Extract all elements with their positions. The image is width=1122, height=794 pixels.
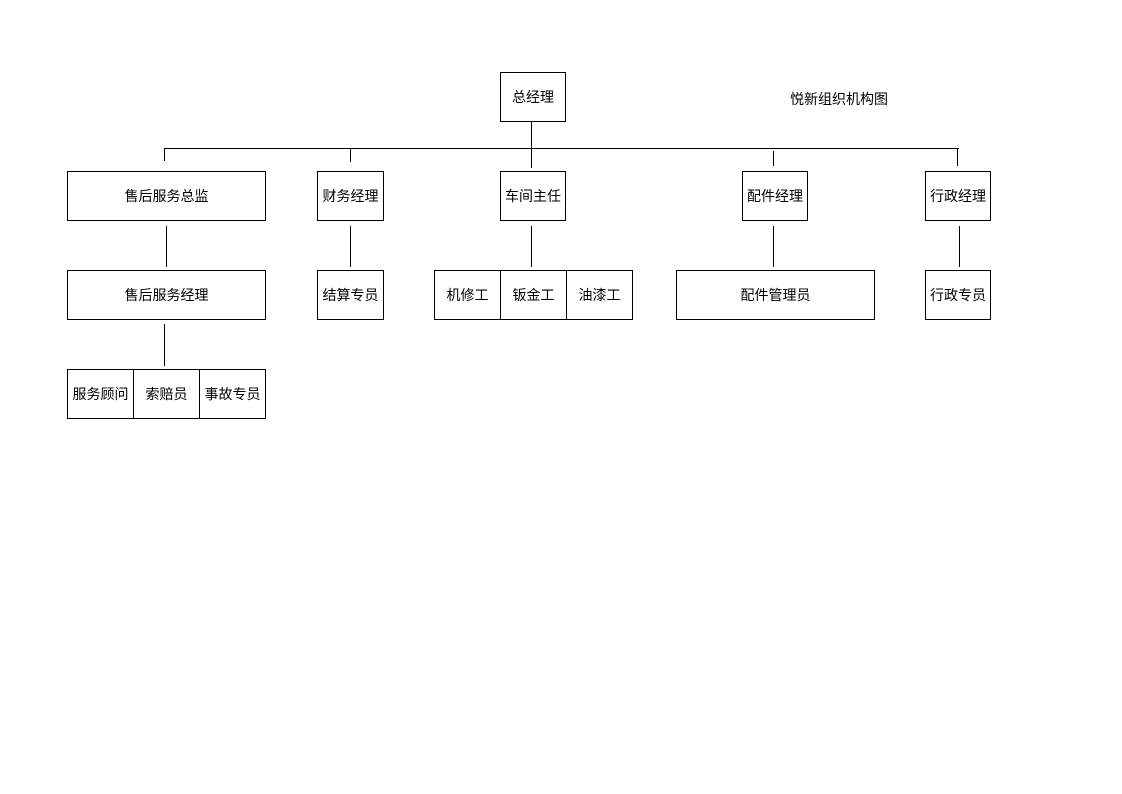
connector-horizontal-bus xyxy=(164,148,959,149)
connector-drop-admin xyxy=(957,148,958,166)
node-sheet-metal-worker: 钣金工 xyxy=(500,270,567,320)
node-painter: 油漆工 xyxy=(566,270,633,320)
node-admin-specialist: 行政专员 xyxy=(925,270,991,320)
connector-after-sales-manager xyxy=(164,324,165,366)
chart-title: 悦新组织机构图 xyxy=(790,92,888,108)
node-parts-administrator: 配件管理员 xyxy=(676,270,875,320)
node-workshop-director: 车间主任 xyxy=(500,171,566,221)
node-finance-manager: 财务经理 xyxy=(317,171,384,221)
node-after-sales-director: 售后服务总监 xyxy=(67,171,266,221)
connector-drop-finance xyxy=(350,148,351,162)
connector-admin xyxy=(959,226,960,267)
node-accident-specialist: 事故专员 xyxy=(199,369,266,419)
node-service-advisor: 服务顾问 xyxy=(67,369,134,419)
connector-after-sales xyxy=(166,226,167,267)
connector-finance xyxy=(350,226,351,267)
connector-workshop xyxy=(531,226,532,267)
node-admin-manager: 行政经理 xyxy=(925,171,991,221)
connector-gm-trunk xyxy=(531,122,532,168)
connector-parts xyxy=(773,226,774,267)
node-settlement-specialist: 结算专员 xyxy=(317,270,384,320)
node-mechanic: 机修工 xyxy=(434,270,501,320)
connector-drop-parts xyxy=(773,151,774,166)
node-general-manager: 总经理 xyxy=(500,72,566,122)
node-claims-clerk: 索赔员 xyxy=(133,369,200,419)
node-parts-manager: 配件经理 xyxy=(742,171,808,221)
connector-drop-after-sales-director xyxy=(164,148,165,161)
node-after-sales-manager: 售后服务经理 xyxy=(67,270,266,320)
